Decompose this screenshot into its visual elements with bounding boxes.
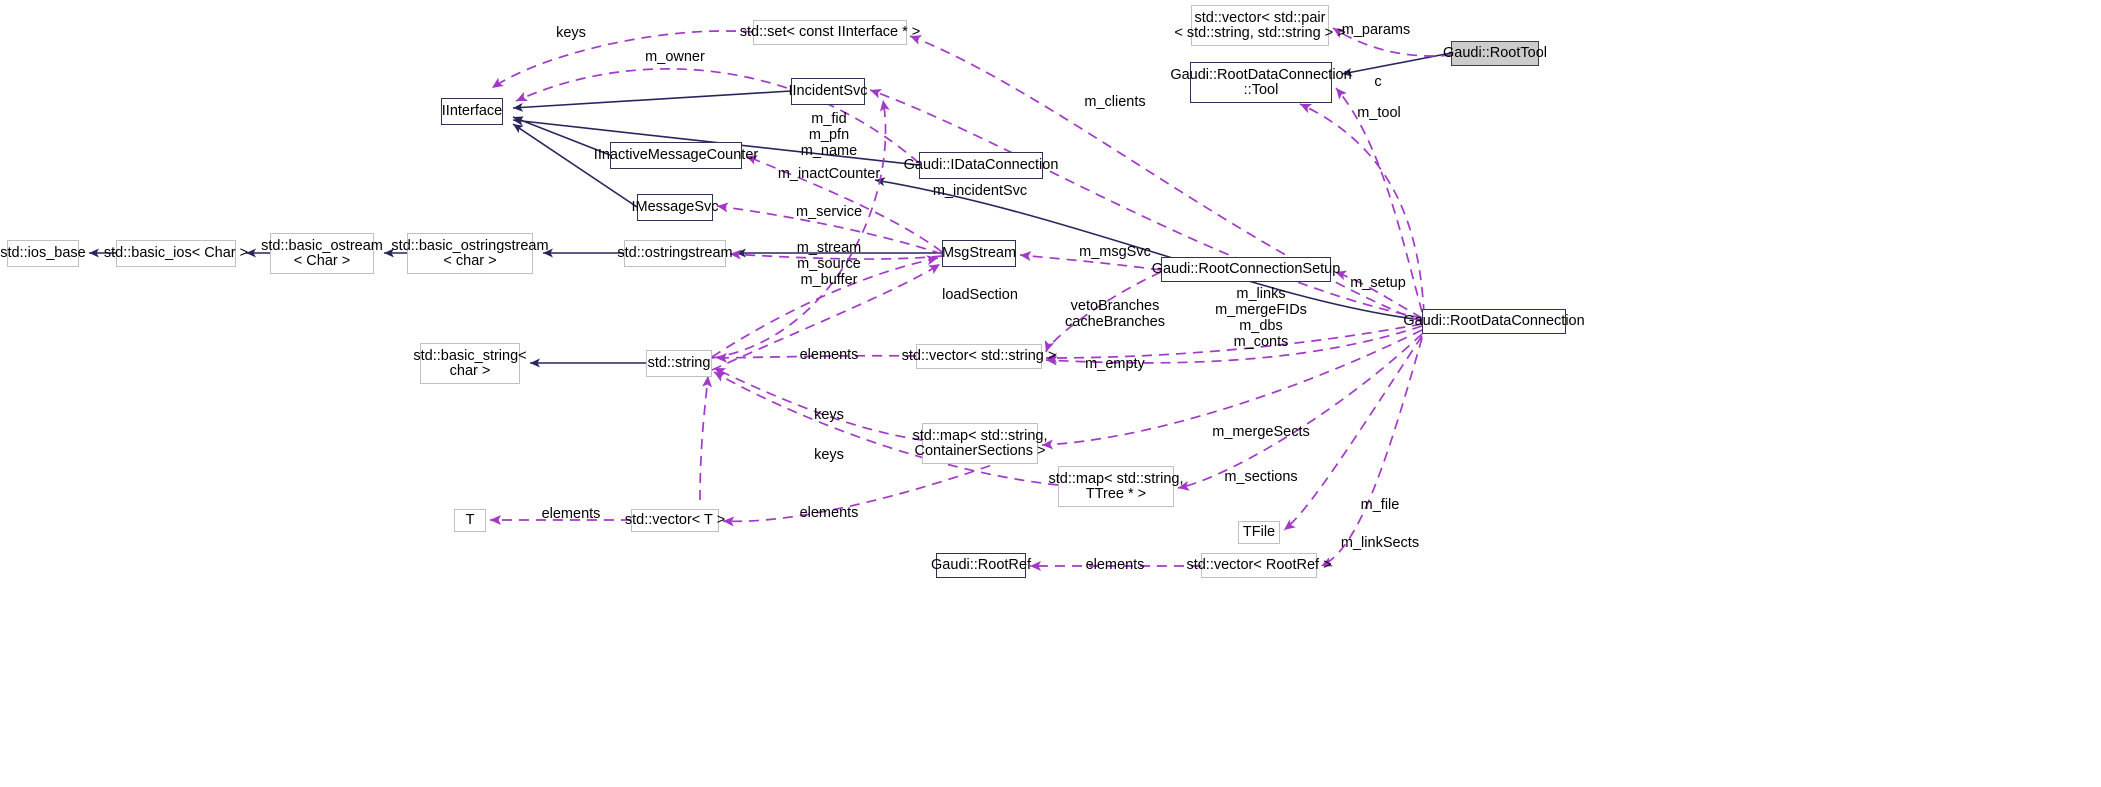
edge-label-elements-string: elements xyxy=(799,347,859,363)
edge-label-m-sections: m_sections xyxy=(1224,469,1298,485)
edge-label-c: c xyxy=(1374,74,1382,90)
node-std-basic-ostringstream[interactable]: std::basic_ostringstream < char > xyxy=(391,233,549,274)
node-gaudi-roottool[interactable]: Gaudi::RootTool xyxy=(1443,41,1547,66)
edge-label-m-file: m_file xyxy=(1360,497,1400,513)
edge-label-m-linksects: m_linkSects xyxy=(1340,535,1420,551)
edge-label-m-inactcounter: m_inactCounter xyxy=(777,166,881,182)
edge-label-m-fid-group: m_fid m_pfn m_name xyxy=(800,111,858,159)
usage-edges xyxy=(490,27,1452,571)
node-std-map-containersections[interactable]: std::map< std::string, ContainerSections… xyxy=(913,423,1048,464)
node-std-set-iinterface[interactable]: std::set< const IInterface * > xyxy=(740,20,920,45)
node-gaudi-idataconnection[interactable]: Gaudi::IDataConnection xyxy=(904,152,1058,179)
edge-label-m-owner: m_owner xyxy=(645,49,705,65)
node-std-basic-ios[interactable]: std::basic_ios< Char > xyxy=(104,240,248,267)
node-msgstream[interactable]: MsgStream xyxy=(942,240,1016,267)
edge-label-m-msgsvc: m_msgSvc xyxy=(1079,244,1151,260)
edge-label-m-setup: m_setup xyxy=(1350,275,1406,291)
node-imessagesvc[interactable]: IMessageSvc xyxy=(631,194,719,221)
edge-label-m-stream-group: m_stream m_source m_buffer xyxy=(796,240,862,288)
node-gaudi-rootconnectionsetup[interactable]: Gaudi::RootConnectionSetup xyxy=(1152,257,1340,282)
edge-label-veto-cache: vetoBranches cacheBranches xyxy=(1065,298,1165,330)
edge-label-m-clients: m_clients xyxy=(1084,94,1146,110)
edge-label-m-params: m_params xyxy=(1341,22,1411,38)
node-std-basic-string[interactable]: std::basic_string< char > xyxy=(413,343,527,384)
node-tfile[interactable]: TFile xyxy=(1238,521,1280,544)
edge-label-keys-2: keys xyxy=(814,447,844,463)
edge-label-m-empty: m_empty xyxy=(1085,356,1145,372)
node-iinterface[interactable]: IInterface xyxy=(441,98,503,125)
node-std-vector-pair-string[interactable]: std::vector< std::pair < std::string, st… xyxy=(1174,5,1346,46)
edge-label-m-service: m_service xyxy=(795,204,863,220)
edge-label-m-incidentsvc: m_incidentSvc xyxy=(932,183,1028,199)
edge-label-m-links-group: m_links m_mergeFIDs m_dbs m_conts xyxy=(1215,286,1307,350)
node-gaudi-rootdataconnection-tool[interactable]: Gaudi::RootDataConnection ::Tool xyxy=(1170,62,1352,103)
node-iincidentsvc[interactable]: IIncidentSvc xyxy=(789,78,868,105)
edge-label-elements-t: elements xyxy=(541,506,601,522)
node-template-t[interactable]: T xyxy=(454,509,486,532)
node-std-vector-t[interactable]: std::vector< T > xyxy=(625,509,725,532)
node-gaudi-rootref[interactable]: Gaudi::RootRef xyxy=(931,553,1031,578)
edge-label-elements-vt: elements xyxy=(799,505,859,521)
edge-label-m-mergesects: m_mergeSects xyxy=(1212,424,1310,440)
edge-label-keys-top: keys xyxy=(556,25,586,41)
node-std-string[interactable]: std::string xyxy=(646,350,712,377)
node-std-vector-string[interactable]: std::vector< std::string > xyxy=(902,344,1056,369)
edge-label-m-tool: m_tool xyxy=(1357,105,1401,121)
node-std-ostringstream[interactable]: std::ostringstream xyxy=(617,240,733,267)
node-std-basic-ostream[interactable]: std::basic_ostream < Char > xyxy=(261,233,383,274)
node-std-map-ttree[interactable]: std::map< std::string, TTree * > xyxy=(1049,466,1184,507)
node-std-ios-base[interactable]: std::ios_base xyxy=(0,240,86,267)
node-std-vector-rootref[interactable]: std::vector< RootRef > xyxy=(1186,553,1332,578)
edge-label-keys-1: keys xyxy=(814,407,844,423)
node-gaudi-rootdataconnection[interactable]: Gaudi::RootDataConnection xyxy=(1403,309,1585,334)
node-iinactive-message-counter[interactable]: IInactiveMessageCounter xyxy=(594,142,758,169)
edge-label-loadsection: loadSection xyxy=(942,287,1018,303)
edge-label-elements-rootref: elements xyxy=(1085,557,1145,573)
